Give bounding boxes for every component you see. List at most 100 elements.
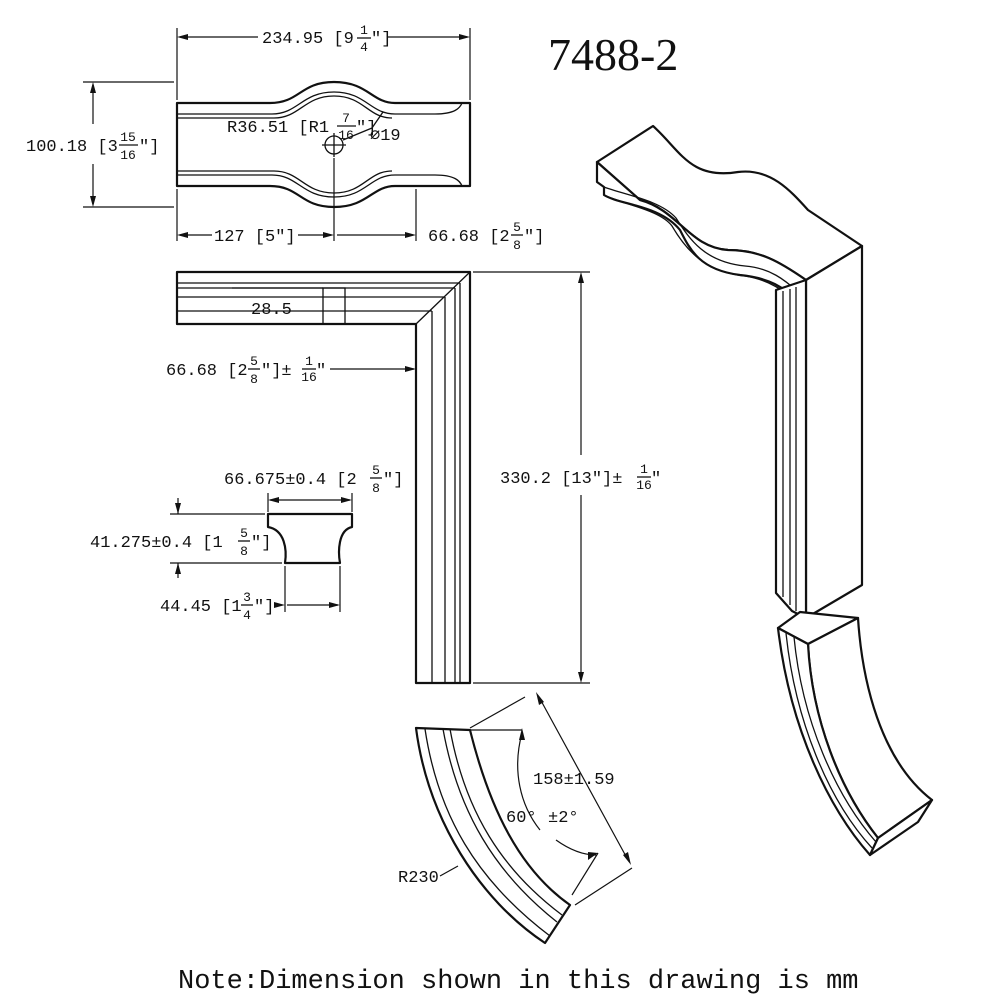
fraction-num: 1 <box>640 462 648 477</box>
isometric-view-upper <box>595 124 864 620</box>
svg-text:234.95 [9: 234.95 [9 <box>262 30 354 49</box>
arrowhead <box>274 602 285 608</box>
profile-base-label: 44.45 [1 3 4 ″] <box>160 590 274 623</box>
arrowhead <box>536 692 544 705</box>
iso-arc-end-face <box>868 798 934 857</box>
part-number-title: 7488-2 <box>548 29 678 80</box>
fraction-den: 8 <box>513 238 521 253</box>
svg-text:R36.51 [R1: R36.51 [R1 <box>227 119 329 138</box>
svg-text:100.18 [3: 100.18 [3 <box>26 138 118 157</box>
fraction-num: 1 <box>360 23 368 38</box>
fraction-num: 5 <box>372 463 380 478</box>
right-offset-label: 66.68 [2 5 8 ″] <box>428 220 544 253</box>
front-view: 28.5 66.68 [2 5 8 ″]± 1 16 ″ 330.2 [13″]… <box>166 270 661 685</box>
svg-text:″]±: ″]± <box>261 362 292 381</box>
hole-leader <box>342 127 373 141</box>
angle-tolerance-label: ±2° <box>548 809 579 828</box>
svg-text:44.45 [1: 44.45 [1 <box>160 598 242 617</box>
arrowhead <box>329 602 340 608</box>
arrowhead <box>175 503 181 514</box>
fraction-den: 8 <box>240 544 248 559</box>
iso-molding-line <box>603 186 799 293</box>
svg-text:330.2 [13″]±: 330.2 [13″]± <box>500 470 622 489</box>
fraction-num: 5 <box>250 354 258 369</box>
left-offset-label: 127 [5″] <box>214 228 296 247</box>
arrowhead <box>405 232 416 238</box>
arrowhead <box>177 34 188 40</box>
arrowhead <box>175 563 181 574</box>
fraction-den: 16 <box>338 128 354 143</box>
svg-text:41.275±0.4 [1: 41.275±0.4 [1 <box>90 534 223 553</box>
arrowhead <box>268 497 279 503</box>
svg-text:″]: ″] <box>356 119 376 138</box>
fraction-den: 16 <box>301 370 317 385</box>
fraction-den: 4 <box>360 40 368 55</box>
front-height-label: 330.2 [13″]± 1 16 ″ <box>500 462 661 493</box>
chord-label: 158±1.59 <box>533 771 615 790</box>
fraction-num: 1 <box>305 354 313 369</box>
top-view-inner-line-bottom <box>177 174 463 198</box>
arrowhead <box>405 366 416 372</box>
svg-text:66.675±0.4 [2: 66.675±0.4 [2 <box>224 471 357 490</box>
svg-text:66.68 [2: 66.68 [2 <box>428 228 510 247</box>
dim-line <box>538 696 629 861</box>
arc-inner-line <box>442 728 558 923</box>
svg-text:66.68 [2: 66.68 [2 <box>166 362 248 381</box>
arrowhead <box>341 497 352 503</box>
profile-width-label: 66.675±0.4 [2 5 8 ″] <box>224 463 403 496</box>
radius-label: R36.51 [R1 7 16 ″] <box>227 111 376 143</box>
overall-height-label: 100.18 [3 15 16 ″] <box>26 130 159 163</box>
fraction-den: 16 <box>636 478 652 493</box>
top-view-inner-line-bottom-2 <box>177 170 393 194</box>
svg-text:″]: ″] <box>254 598 274 617</box>
fraction-num: 5 <box>513 220 521 235</box>
fraction-num: 7 <box>342 111 350 126</box>
arrowhead <box>623 852 631 865</box>
ext-line <box>574 867 633 906</box>
svg-text:″]: ″] <box>371 30 391 49</box>
arc-outline <box>414 726 572 945</box>
units-note: Note:Dimension shown in this drawing is … <box>178 967 859 997</box>
hole-diameter-label: ⌀19 <box>370 127 401 146</box>
ext-line <box>469 696 526 729</box>
arrowhead <box>323 232 334 238</box>
radius-leader <box>439 865 459 877</box>
iso-arc-side-face <box>806 616 934 840</box>
top-view-inner-line-top <box>177 91 463 115</box>
fraction-den: 8 <box>250 372 258 387</box>
fraction-num: 5 <box>240 526 248 541</box>
arrowhead <box>588 852 598 860</box>
top-view-inner-line-top-2 <box>177 95 393 119</box>
arrowhead <box>90 82 96 93</box>
miter-line <box>415 271 471 325</box>
isometric-view-lower <box>776 610 934 857</box>
top-view-outline <box>175 80 472 209</box>
fraction-num: 15 <box>120 130 136 145</box>
fraction-num: 3 <box>243 590 251 605</box>
fraction-den: 16 <box>120 148 136 163</box>
arrowhead <box>578 272 584 283</box>
arrowhead <box>90 196 96 207</box>
overall-length-label: 234.95 [9 1 4 ″] <box>262 23 391 55</box>
arrowhead <box>578 672 584 683</box>
fraction-den: 8 <box>372 481 380 496</box>
leg-width-label: 66.68 [2 5 8 ″]± 1 16 ″ <box>166 354 326 387</box>
arrowhead <box>519 728 525 740</box>
arc-radius-label: R230 <box>398 869 439 888</box>
groove-callout-box <box>322 287 346 325</box>
fraction-den: 4 <box>243 608 251 623</box>
svg-text:″]: ″] <box>383 471 403 490</box>
svg-text:″: ″ <box>651 470 661 489</box>
profile-height-label: 41.275±0.4 [1 5 8 ″] <box>90 526 271 559</box>
profile-view: 66.675±0.4 [2 5 8 ″] 41.275±0.4 [1 5 8 ″… <box>90 463 403 623</box>
iso-side-face <box>804 244 864 620</box>
iso-leg-face <box>774 278 808 620</box>
arrowhead <box>459 34 470 40</box>
top-view: 234.95 [9 1 4 ″] 100.18 [3 15 16 ″] R36.… <box>26 23 544 253</box>
radius-leader <box>371 111 384 129</box>
arc-view: 158±1.59 60° ±2° R230 <box>398 692 633 945</box>
angle-arc <box>517 732 541 831</box>
svg-text:″]: ″] <box>524 228 544 247</box>
iso-arc-line <box>785 632 873 849</box>
iso-front-face <box>595 160 808 302</box>
